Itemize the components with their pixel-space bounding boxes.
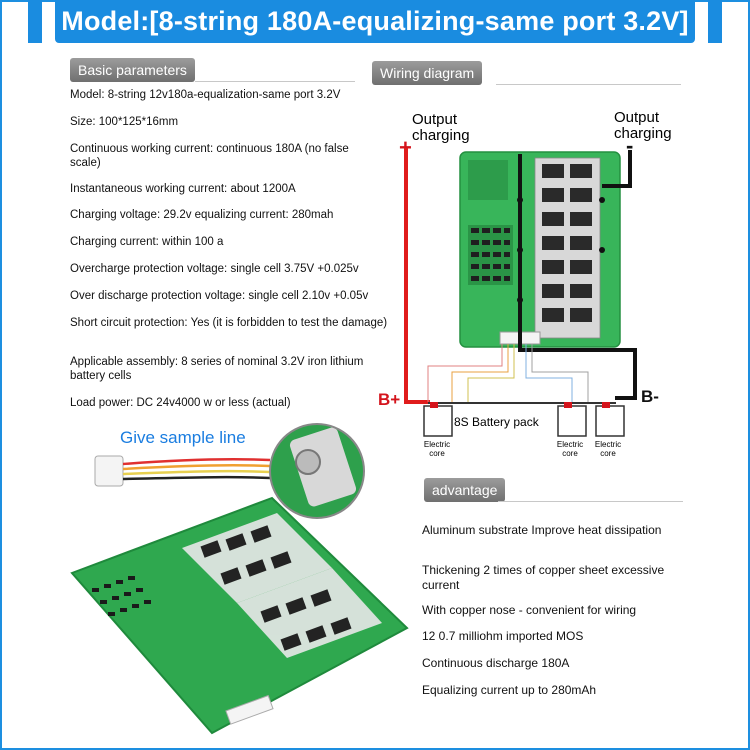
output-charging-right-label: Output charging (614, 109, 672, 142)
negative-battery-wire (518, 154, 637, 400)
negative-symbol: - (626, 133, 634, 158)
battery-cells (423, 402, 625, 437)
mosfet-column (534, 157, 601, 339)
param-load-power: Load power: DC 24v4000 w or less (actual… (70, 397, 291, 409)
output-charging-left-label: Output charging (412, 111, 470, 144)
advantage-item-copper: Thickening 2 times of copper sheet exces… (422, 563, 665, 592)
param-charging-current: Charging current: within 100 a (70, 236, 224, 248)
positive-output-wire (404, 148, 430, 404)
copper-nose-detail (269, 423, 365, 519)
banner-right-accent (708, 0, 722, 43)
param-overcharge-protection: Overcharge protection voltage: single ce… (70, 263, 359, 275)
param-short-circuit: Short circuit protection: Yes (it is for… (70, 317, 388, 329)
sample-line-illustration (94, 455, 271, 487)
bms-logo-area (468, 160, 508, 200)
advantage-item-mos: 12 0.7 milliohm imported MOS (422, 629, 584, 643)
advantage-item-equalizing: Equalizing current up to 280mAh (422, 683, 597, 697)
cell-label-1: Electric core (423, 440, 451, 458)
advantage-item-discharge: Continuous discharge 180A (422, 656, 570, 670)
param-applicable-assembly: Applicable assembly: 8 series of nominal… (70, 356, 364, 382)
sample-line-label: Give sample line (120, 428, 246, 447)
balance-resistor-grid (468, 225, 513, 285)
pack-bus-line (428, 402, 616, 404)
advantage-underline (498, 501, 683, 502)
basic-parameters-underline (195, 81, 355, 82)
param-charging-voltage: Charging voltage: 29.2v equalizing curre… (70, 209, 334, 221)
advantage-item-copper-nose: With copper nose - convenient for wiring (422, 603, 637, 617)
positive-symbol: + (399, 135, 412, 160)
cell-label-2: Electric core (556, 440, 584, 458)
advantage-tab: advantage (424, 478, 506, 502)
b-minus-terminal: B- (641, 387, 659, 406)
negative-output-wire (602, 150, 632, 188)
cell-label-3: Electric core (594, 440, 622, 458)
param-instantaneous-current: Instantaneous working current: about 120… (70, 183, 296, 195)
bms-board-photo (70, 496, 409, 735)
battery-pack-label: 8S Battery pack (454, 415, 539, 429)
balance-sample-wires (427, 344, 589, 402)
b-plus-terminal: B+ (378, 390, 401, 409)
page-title: Model:[8-string 180A-equalizing-same por… (55, 0, 695, 43)
wiring-diagram-underline (496, 84, 681, 85)
wiring-diagram (404, 148, 637, 437)
wiring-diagram-tab: Wiring diagram (372, 61, 483, 85)
sample-connector (94, 455, 124, 487)
basic-parameters-tab: Basic parameters (70, 58, 195, 82)
param-continuous-current: Continuous working current: continuous 1… (70, 143, 349, 169)
sample-wires (122, 457, 271, 481)
advantage-item-aluminum: Aluminum substrate Improve heat dissipat… (422, 523, 662, 537)
banner-left-accent (28, 0, 42, 43)
param-model: Model: 8-string 12v180a-equalization-sam… (70, 89, 341, 101)
param-overdischarge-protection: Over discharge protection voltage: singl… (70, 290, 369, 302)
param-size: Size: 100*125*16mm (70, 116, 179, 128)
